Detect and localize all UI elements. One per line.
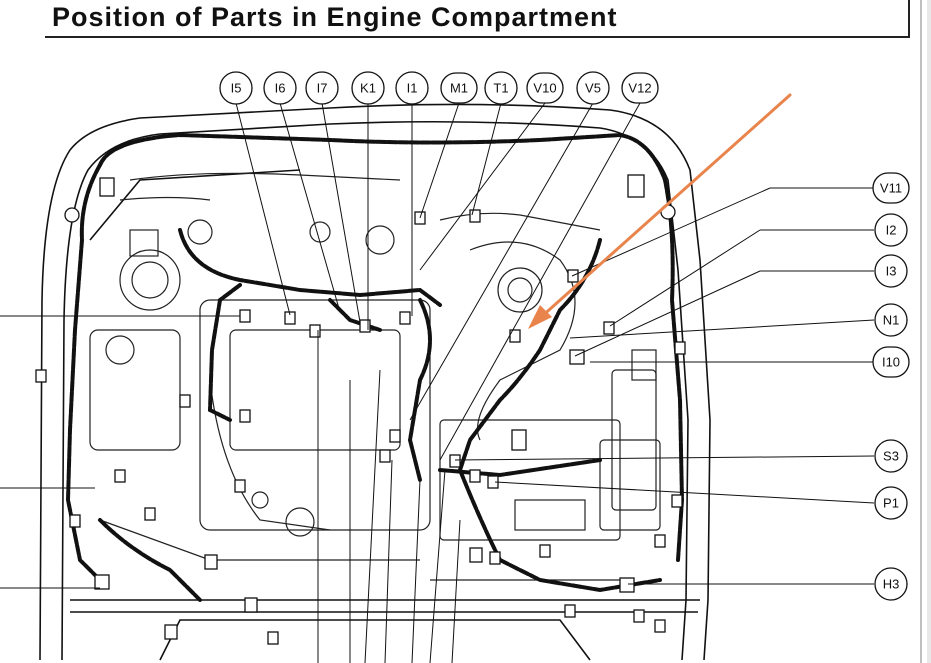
top-callouts: I5 I6 I7 K1 I1 M1 T1 V10 V5 V12 xyxy=(219,71,659,105)
callout-M1[interactable]: M1 xyxy=(440,72,478,104)
callout-P1[interactable]: P1 xyxy=(874,486,908,520)
callout-S3[interactable]: S3 xyxy=(874,439,908,473)
callout-label: N1 xyxy=(883,313,900,328)
callout-H3[interactable]: H3 xyxy=(874,567,908,601)
callout-T1[interactable]: T1 xyxy=(484,71,518,105)
callout-I10[interactable]: I10 xyxy=(872,346,910,378)
callout-I1[interactable]: I1 xyxy=(395,71,429,105)
callout-label: P1 xyxy=(883,496,899,511)
scrollbar-edge xyxy=(927,0,931,663)
callout-I5[interactable]: I5 xyxy=(219,71,253,105)
callout-I7[interactable]: I7 xyxy=(305,71,339,105)
callout-label: I3 xyxy=(886,264,897,279)
callout-label: I6 xyxy=(275,81,286,96)
callout-label: I7 xyxy=(317,81,328,96)
callout-label: I10 xyxy=(882,355,900,370)
callout-V12[interactable]: V12 xyxy=(621,72,659,104)
callout-V10[interactable]: V10 xyxy=(526,72,564,104)
callout-I2[interactable]: I2 xyxy=(874,213,908,247)
engine-components xyxy=(89,172,661,581)
callout-I3[interactable]: I3 xyxy=(874,254,908,288)
callout-label: M1 xyxy=(450,81,468,96)
leader-lines xyxy=(0,102,875,663)
callout-label: H3 xyxy=(883,577,900,592)
callout-label: V5 xyxy=(585,81,601,96)
callout-label: T1 xyxy=(493,81,508,96)
callout-K1[interactable]: K1 xyxy=(351,71,385,105)
callout-label: V11 xyxy=(880,181,902,196)
callout-label: I1 xyxy=(407,81,418,96)
annotation-arrow xyxy=(528,93,792,329)
right-callouts: V11 I2 I3 N1 I10 S3 P1 H3 xyxy=(872,172,910,601)
callout-label: S3 xyxy=(883,449,899,464)
wire-harness xyxy=(65,132,685,602)
callout-label: V12 xyxy=(628,81,651,96)
callout-label: K1 xyxy=(360,81,376,96)
callout-label: I2 xyxy=(886,223,897,238)
callout-label: V10 xyxy=(533,81,556,96)
callout-label: I5 xyxy=(231,81,242,96)
callout-N1[interactable]: N1 xyxy=(874,303,908,337)
page-title: Position of Parts in Engine Compartment xyxy=(52,2,618,32)
callout-I6[interactable]: I6 xyxy=(263,71,297,105)
connectors xyxy=(35,174,686,645)
callout-V11[interactable]: V11 xyxy=(872,172,910,204)
callout-V5[interactable]: V5 xyxy=(576,71,610,105)
frame-divider xyxy=(920,0,922,663)
body-outline xyxy=(39,103,711,661)
title-bar: Position of Parts in Engine Compartment xyxy=(45,0,910,38)
